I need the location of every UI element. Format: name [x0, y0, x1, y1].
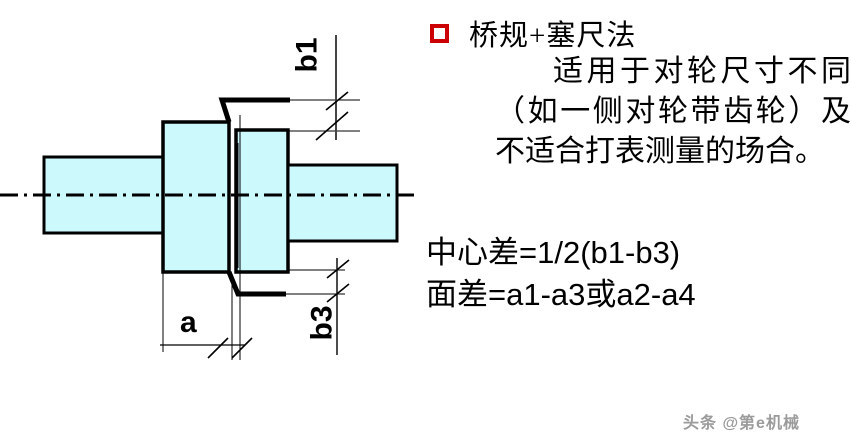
hub-left: [161, 120, 231, 274]
technical-drawing-panel: b1 b3 a: [0, 0, 420, 448]
formula-1-rhs: =1/2(b1-b3): [519, 235, 681, 270]
tick-b3-upper: [326, 259, 350, 279]
shaft-right: [286, 163, 399, 243]
dimension-label-b1: b1: [290, 37, 324, 73]
hub-right: [234, 128, 290, 274]
bullet-heading-text: 桥规+塞尺法: [469, 20, 637, 52]
formula-block: 中心差=1/2(b1-b3) 面差=a1-a3或a2-a4: [426, 232, 851, 316]
tick-b1-upper: [325, 91, 349, 111]
tick-b3-lower: [326, 283, 350, 303]
dimension-label-a: a: [180, 306, 197, 339]
leader-line-top: [218, 97, 290, 123]
tick-b1-lower: [315, 111, 349, 141]
tick-a-left: [207, 337, 229, 359]
formula-1-lhs: 中心差: [426, 235, 519, 270]
red-square-bullet-icon: [430, 23, 449, 43]
leader-line-bottom: [226, 271, 286, 297]
dimension-label-b3: b3: [305, 305, 339, 341]
formula-line-face-offset: 面差=a1-a3或a2-a4: [426, 274, 851, 316]
bullet-heading-row: 桥规+塞尺法: [424, 12, 636, 54]
text-content-panel: 桥规+塞尺法 适用于对轮尺寸不同（如一侧对轮带齿轮）及不适合打表测量的场合。 中…: [424, 0, 851, 448]
formula-line-center-offset: 中心差=1/2(b1-b3): [426, 232, 851, 274]
coupling-section-diagram: [0, 35, 420, 360]
watermark-text: 头条 @第e机械: [683, 415, 800, 432]
tick-a-right: [231, 337, 253, 359]
body-paragraph: 适用于对轮尺寸不同（如一侧对轮带齿轮）及不适合打表测量的场合。: [495, 55, 851, 168]
formula-2-lhs: 面差: [426, 277, 488, 312]
formula-2-rhs: =a1-a3或a2-a4: [488, 277, 696, 312]
